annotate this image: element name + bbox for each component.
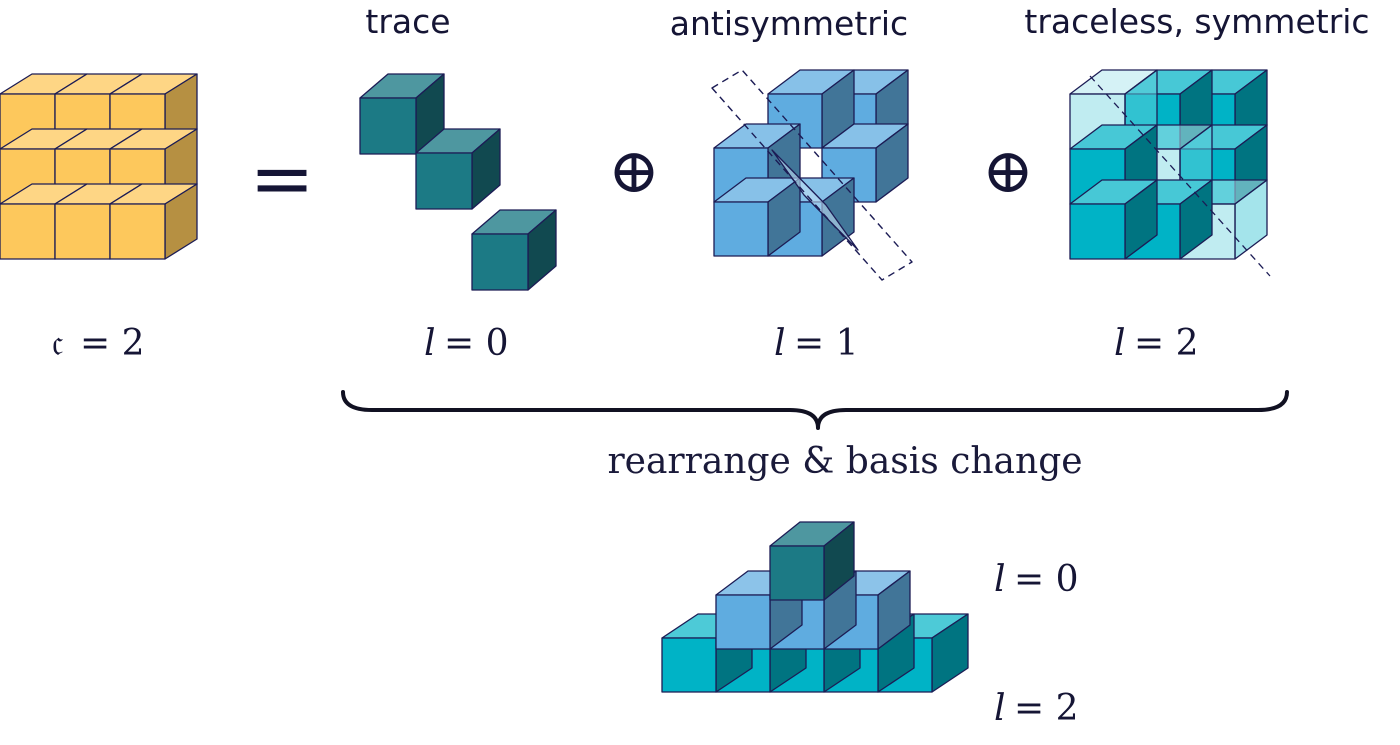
traceless-symmetric-heading: traceless, symmetric xyxy=(1024,2,1369,41)
cube-front-face xyxy=(471,233,529,291)
cube-front-face xyxy=(415,152,473,210)
antisymmetric-cube xyxy=(713,177,801,257)
l-value: = 0 xyxy=(444,323,509,364)
l-value: = 2 xyxy=(1134,323,1199,364)
l0-cube xyxy=(769,521,855,601)
antisymmetric-block xyxy=(711,69,913,281)
cube-front-face xyxy=(713,201,769,257)
cube-front-face xyxy=(769,545,825,601)
l-variable: l xyxy=(424,323,436,364)
cube-front-face xyxy=(661,637,717,693)
rearrange-caption: rearrange & basis change xyxy=(607,441,1082,482)
cube-front-face xyxy=(0,203,56,260)
cube-front-face xyxy=(1069,203,1126,260)
l-equals-1-label: l = 1 xyxy=(774,323,859,364)
trace-cube xyxy=(415,128,501,210)
direct-sum-symbol: ⊕ xyxy=(608,134,660,207)
l-variable: l xyxy=(994,688,1006,729)
c-equals-2-label: 𝔠 = 2 xyxy=(52,323,145,364)
underbrace xyxy=(341,390,1289,430)
direct-sum-symbol: ⊕ xyxy=(982,134,1034,207)
l-variable: l xyxy=(1114,323,1126,364)
input-tensor-block xyxy=(0,73,198,260)
bottom-l-equals-2-label: l = 2 xyxy=(994,688,1079,729)
l-equals-2-label: l = 2 xyxy=(1114,323,1199,364)
cube-front-face xyxy=(109,203,166,260)
l-value: = 0 xyxy=(1014,559,1079,600)
dashed-diagonal-outline xyxy=(711,69,913,281)
trace-cube xyxy=(359,73,445,155)
input-cube xyxy=(109,183,198,260)
c-value: = 2 xyxy=(80,323,145,364)
cube-front-face xyxy=(359,97,417,155)
traceless-symmetric-block xyxy=(1069,69,1271,277)
l-equals-0-label: l = 0 xyxy=(424,323,509,364)
dashed-diagonal-line xyxy=(1089,75,1271,277)
trace-block xyxy=(359,73,557,291)
trace-cube xyxy=(471,209,557,291)
c-variable: 𝔠 xyxy=(52,323,63,364)
trace-heading: trace xyxy=(365,2,450,41)
l-value: = 1 xyxy=(794,323,859,364)
cube-front-face xyxy=(715,594,771,650)
l-value: = 2 xyxy=(1014,688,1079,729)
equals-sign: = xyxy=(249,134,314,224)
l-variable: l xyxy=(994,559,1006,600)
cube-front-face xyxy=(54,203,111,260)
rearranged-block xyxy=(661,521,969,693)
bottom-l-equals-0-label: l = 0 xyxy=(994,559,1079,600)
l-variable: l xyxy=(774,323,786,364)
symmetric-cube xyxy=(1069,179,1158,260)
antisymmetric-heading: antisymmetric xyxy=(670,4,908,43)
